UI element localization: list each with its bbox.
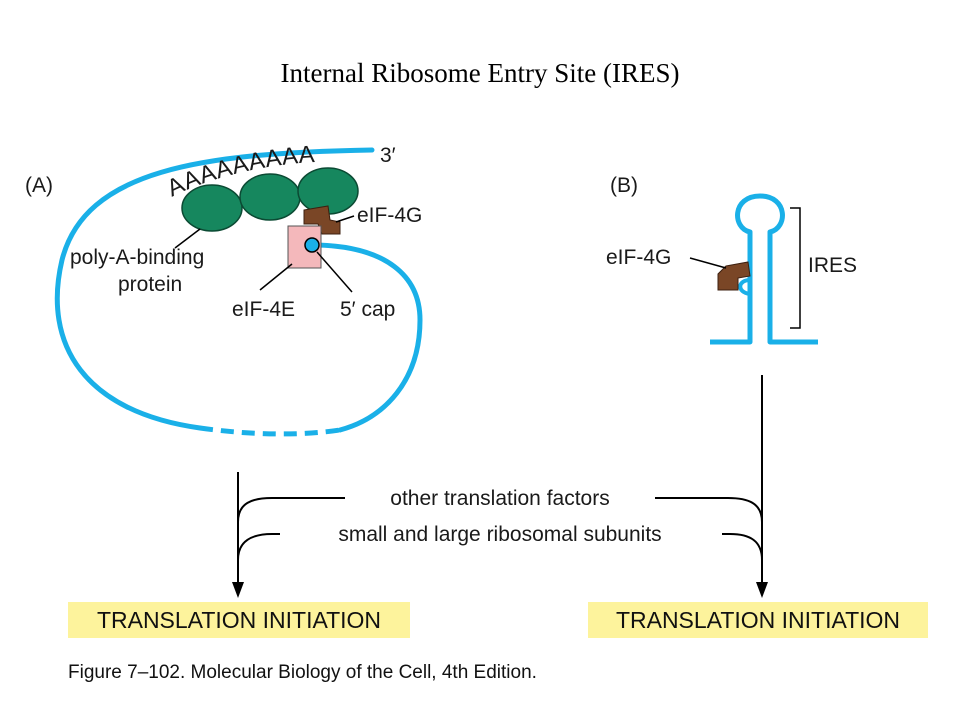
other-factors-label: other translation factors xyxy=(390,487,609,510)
eif4g-leader-a xyxy=(335,215,355,223)
cap-label: 5′ cap xyxy=(340,298,395,321)
factor-branch-right-2 xyxy=(722,533,763,561)
mrna-dashed-segment xyxy=(199,425,341,437)
pabp-2 xyxy=(239,173,301,221)
figure-caption: Figure 7–102. Molecular Biology of the C… xyxy=(68,662,537,683)
eif4g-label-a: eIF-4G xyxy=(357,204,422,227)
eif4g-label-b: eIF-4G xyxy=(606,246,671,269)
three-prime-label: 3′ xyxy=(380,144,396,167)
mrna-strand-a xyxy=(54,147,375,431)
panel-b-label: (B) xyxy=(610,174,638,197)
factor-branch-right-1 xyxy=(655,497,763,523)
arrow-left-head xyxy=(232,582,244,598)
ires-hairpin xyxy=(710,193,818,345)
translation-initiation-right: TRANSLATION INITIATION xyxy=(588,602,928,638)
arrow-right-head xyxy=(756,582,768,598)
ribosome-label: small and large ribosomal subunits xyxy=(338,523,661,546)
cap-leader xyxy=(316,251,353,293)
translation-initiation-left: TRANSLATION INITIATION xyxy=(68,602,410,638)
panel-a-label: (A) xyxy=(25,174,53,197)
pabp-1 xyxy=(181,184,243,232)
factor-branch-left-1 xyxy=(237,497,345,523)
ires-bracket xyxy=(790,207,801,329)
mrna-5prime-segment xyxy=(315,242,423,433)
ires-inner-loop xyxy=(738,278,751,296)
eif4g-a xyxy=(303,205,341,235)
page-title: Internal Ribosome Entry Site (IRES) xyxy=(280,58,680,88)
eif4e-label: eIF-4E xyxy=(232,298,295,321)
pabp-leader xyxy=(174,228,201,249)
pabp-label-line1: poly-A-binding xyxy=(70,246,204,269)
five-prime-cap xyxy=(304,237,320,253)
pabp-label-line2: protein xyxy=(118,273,182,296)
eif4e-leader xyxy=(259,263,293,291)
factor-branch-left-2 xyxy=(237,533,280,561)
eif4g-leader-b xyxy=(689,257,727,269)
eif4g-b xyxy=(717,261,751,291)
ires-label: IRES xyxy=(808,254,857,277)
